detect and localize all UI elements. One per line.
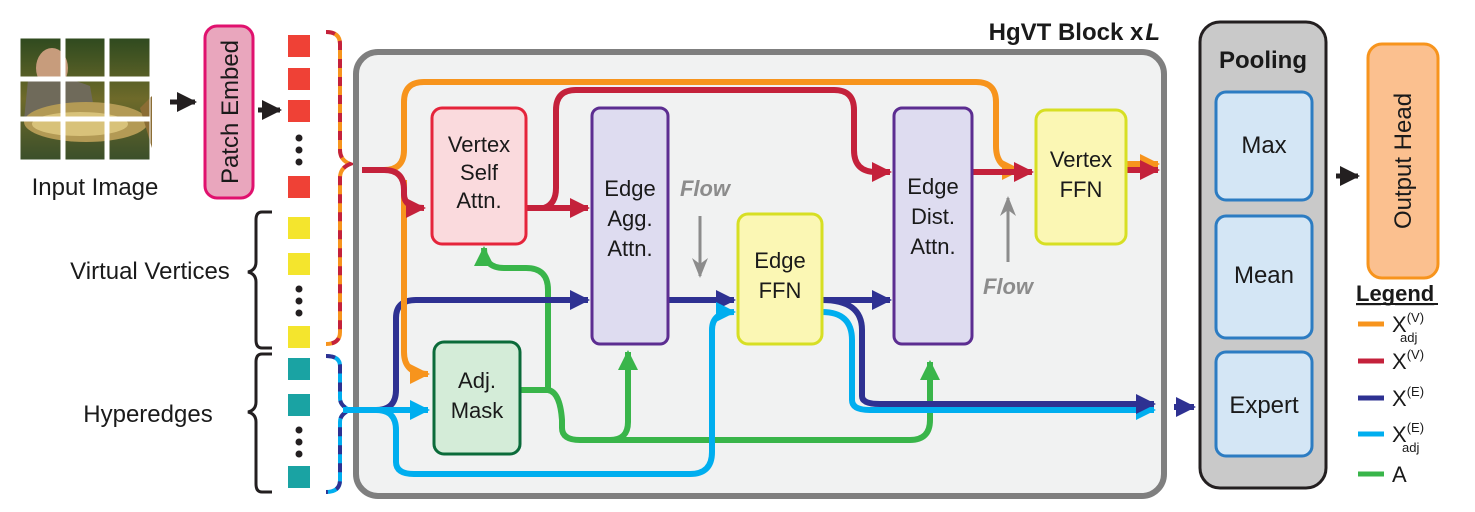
adjmask-line-1: Adj. <box>458 368 496 393</box>
pooling-mean-label: Mean <box>1234 262 1294 289</box>
pooling-title: Pooling <box>1219 47 1307 74</box>
legend-item-xv-adj: X(V)adj <box>1392 310 1424 345</box>
vertex-tokens <box>288 35 310 198</box>
vsa-line-3: Attn. <box>456 188 501 213</box>
legend-item-a: A <box>1392 462 1407 487</box>
svg-text:Adj.Mask: Adj. Mask <box>451 368 505 423</box>
eaa-line-1: Edge <box>604 176 655 201</box>
hgvt-block-title-var: L <box>1145 19 1160 46</box>
hgvt-block-title: HgVT Block xL <box>989 19 1160 46</box>
connectors <box>343 79 1160 477</box>
edge-brace <box>325 354 356 494</box>
vertex-brace <box>325 30 356 346</box>
patch-embed-box <box>203 24 255 200</box>
legend-item-xe-adj: X(E)adj <box>1392 420 1424 455</box>
legend-item-xe: X(E) <box>1392 384 1424 411</box>
effn-to-output-navy-line <box>821 297 1156 414</box>
effn-line-2: FFN <box>759 278 802 303</box>
hgvt-block-title-text: HgVT Block x <box>989 19 1144 46</box>
virtual-vertices-brace <box>247 210 272 350</box>
flow-label-right: Flow <box>983 274 1035 299</box>
pooling-max-box <box>1214 90 1314 202</box>
vsa-to-eda-line <box>542 87 892 211</box>
input-image-label: Input Image <box>32 174 159 201</box>
adjmask-to-eaa-line <box>609 350 638 443</box>
flow-label-left: Flow <box>680 176 732 201</box>
legend-title: Legend <box>1356 281 1434 306</box>
pooling-mean-box <box>1214 214 1314 340</box>
pooling-max-label: Max <box>1241 132 1286 159</box>
hyperedges-label: Hyperedges <box>83 401 212 428</box>
eaa-line-3: Attn. <box>607 236 652 261</box>
vsa-line-1: Vertex <box>448 132 510 157</box>
pooling-expert-label: Expert <box>1229 392 1299 419</box>
eda-line-3: Attn. <box>910 234 955 259</box>
output-head-box <box>1366 42 1440 280</box>
hyperedges-brace <box>247 352 272 494</box>
eda-line-1: Edge <box>907 174 958 199</box>
effn-line-1: Edge <box>754 248 805 273</box>
legend: Legend X(V)adj X(V) X(E) X(E)adj A <box>1356 281 1438 487</box>
adj-mask-box: Adj. Mask <box>432 340 522 456</box>
adjmask-to-eda-line <box>520 360 940 443</box>
adjmask-to-vsa-line <box>474 246 551 390</box>
legend-item-xv: X(V) <box>1392 347 1424 374</box>
input-image <box>19 37 152 161</box>
effn-to-output-cyan-line <box>821 309 1156 420</box>
vffn-line-1: Vertex <box>1050 147 1112 172</box>
xvadj-to-vffn-line <box>362 79 1022 180</box>
output-head-label: Output Head <box>1390 93 1417 229</box>
vsa-line-2: Self <box>460 160 499 185</box>
xeadj-to-effn-line <box>343 302 736 477</box>
patch-embed-label: Patch Embed <box>217 40 244 184</box>
adjmask-line-2: Mask <box>451 398 505 423</box>
eda-line-2: Dist. <box>911 204 955 229</box>
virtual-vertex-tokens <box>288 217 310 348</box>
pooling-expert-box <box>1214 350 1314 458</box>
xvadj-to-adjmask-line <box>401 180 430 384</box>
xv-to-vsa-line <box>362 167 426 218</box>
vffn-line-2: FFN <box>1060 177 1103 202</box>
virtual-vertices-label: Virtual Vertices <box>70 258 230 285</box>
hyperedge-tokens <box>288 358 310 488</box>
eaa-line-2: Agg. <box>607 206 652 231</box>
